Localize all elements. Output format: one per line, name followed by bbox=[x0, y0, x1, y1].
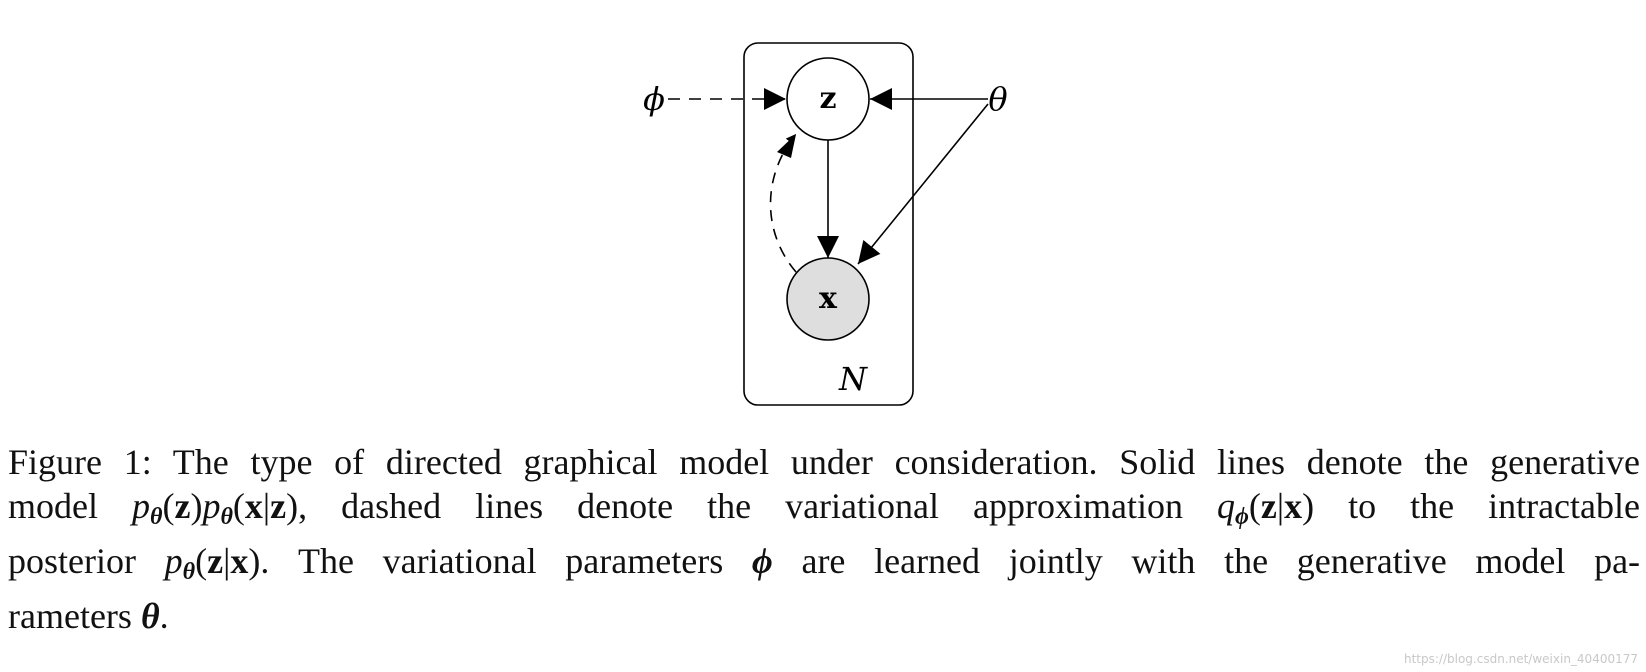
math-bar: | bbox=[1276, 486, 1285, 526]
math-bar: | bbox=[223, 541, 231, 581]
caption-line-1: Figure 1: The type of directed graphical… bbox=[8, 442, 1640, 482]
figure-caption: Figure 1: The type of directed graphical… bbox=[8, 440, 1640, 638]
graphical-model-diagram: N ϕ θ z x bbox=[643, 42, 1008, 406]
theta-param-label: θ bbox=[988, 80, 1007, 118]
caption-text: ) to the intractable bbox=[1302, 486, 1640, 526]
math-q: q bbox=[1216, 486, 1235, 526]
caption-line-2: model pθ(z)pθ(x|z), dashed lines denote … bbox=[8, 486, 1640, 530]
caption-text: ). The variational parameters bbox=[248, 541, 724, 581]
math-p: p bbox=[132, 486, 150, 526]
theta-to-x-edge bbox=[857, 103, 989, 265]
math-theta-subscript: θ bbox=[182, 559, 196, 585]
math-theta-subscript: θ bbox=[150, 504, 163, 530]
math-x: x bbox=[230, 541, 249, 581]
node-x-circle bbox=[786, 257, 870, 341]
node-x-label: x bbox=[819, 281, 838, 316]
math-phi-subscript: ϕ bbox=[1234, 504, 1249, 530]
inference-arrowhead bbox=[777, 134, 796, 158]
math-z: z bbox=[270, 486, 287, 526]
caption-line-4: rameters θ. bbox=[8, 594, 1640, 638]
math-phi: ϕ bbox=[751, 541, 773, 581]
math-z: z bbox=[1260, 486, 1277, 526]
math-p: p bbox=[202, 486, 221, 526]
caption-text: . bbox=[159, 596, 169, 636]
caption-text: are learned jointly with the generative … bbox=[801, 541, 1641, 581]
math-z: z bbox=[174, 486, 191, 526]
caption-line-3: posterior pθ(z|x). The variational param… bbox=[8, 541, 1641, 585]
phi-param-label: ϕ bbox=[643, 80, 665, 118]
node-z-label: z bbox=[819, 81, 836, 116]
x-to-z-inference-edge bbox=[769, 133, 797, 273]
caption-text: posterior bbox=[8, 541, 136, 581]
caption-text: model bbox=[8, 486, 98, 526]
caption-text: rameters bbox=[8, 596, 132, 636]
math-theta: θ bbox=[140, 596, 160, 636]
math-theta-subscript: θ bbox=[220, 504, 233, 530]
watermark-url: https://blog.csdn.net/weixin_40400177 bbox=[1403, 652, 1638, 666]
plate bbox=[743, 42, 914, 406]
node-x: x bbox=[786, 257, 870, 341]
plate-label: N bbox=[838, 360, 868, 398]
caption-text: ), dashed lines denote the variational a… bbox=[286, 486, 1183, 526]
math-z: z bbox=[207, 541, 224, 581]
math-x: x bbox=[244, 486, 263, 526]
math-x: x bbox=[1284, 486, 1303, 526]
node-z: z bbox=[786, 57, 870, 141]
math-bar: | bbox=[262, 486, 271, 526]
math-p: p bbox=[164, 541, 183, 581]
node-z-circle bbox=[786, 57, 870, 141]
